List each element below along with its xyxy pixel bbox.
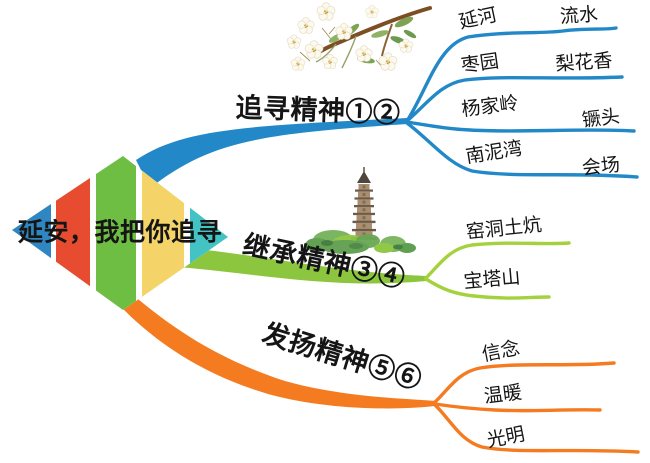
pagoda-icon [305, 167, 416, 254]
pagoda-trees [305, 230, 416, 254]
node-liushui[interactable]: 流水 [559, 4, 599, 28]
branch-green-lines [166, 241, 571, 300]
node-juetou[interactable]: 镢头 [580, 106, 622, 132]
node-zaoyuan[interactable]: 枣园 [459, 50, 501, 78]
pear-blossom-icon [286, 2, 432, 71]
node-huichang[interactable]: 会场 [580, 154, 622, 180]
branch-label-pursue-spirit[interactable]: 追寻精神①② [235, 92, 401, 129]
branch-orange-lines [108, 284, 640, 454]
branch-blue-lines [136, 26, 639, 188]
central-topic[interactable]: 延安，我把你追寻 [17, 219, 223, 247]
node-baotashan[interactable]: 宝塔山 [462, 267, 522, 293]
node-wennuan[interactable]: 温暖 [482, 382, 524, 408]
node-lihuaxiang[interactable]: 梨花香 [554, 50, 614, 76]
